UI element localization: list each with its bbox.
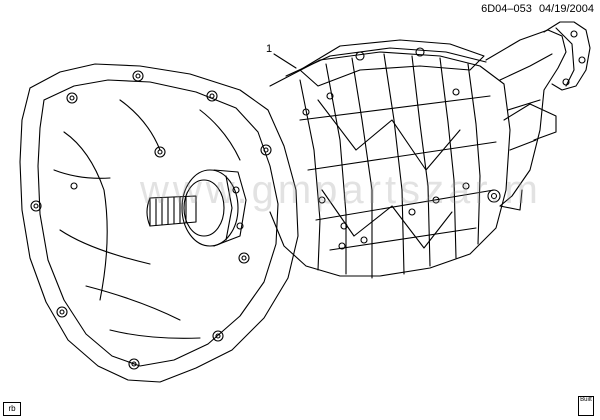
corner-tag: Built	[578, 396, 594, 416]
tail-housing	[485, 29, 567, 207]
input-shaft-icon	[146, 195, 197, 227]
bell-housing-outer	[19, 63, 299, 383]
output-flange	[543, 21, 591, 91]
bell-cavity	[63, 131, 108, 301]
shift-tower	[299, 39, 485, 87]
rb-tag: rb	[3, 402, 21, 416]
reference-code: 6D04–053	[481, 3, 532, 15]
corner-tag-label: Built	[580, 397, 592, 403]
diagram-reference: 6D04–053 04/19/2004	[477, 3, 594, 15]
watermark-text: www.gmpartszar.m	[140, 168, 542, 212]
callout-number: 1	[266, 43, 273, 55]
main-case	[269, 51, 511, 277]
callout-leader-icon	[273, 53, 297, 69]
release-bearing	[181, 169, 239, 247]
reference-date: 04/19/2004	[538, 3, 594, 15]
bell-housing-inner	[37, 79, 279, 367]
